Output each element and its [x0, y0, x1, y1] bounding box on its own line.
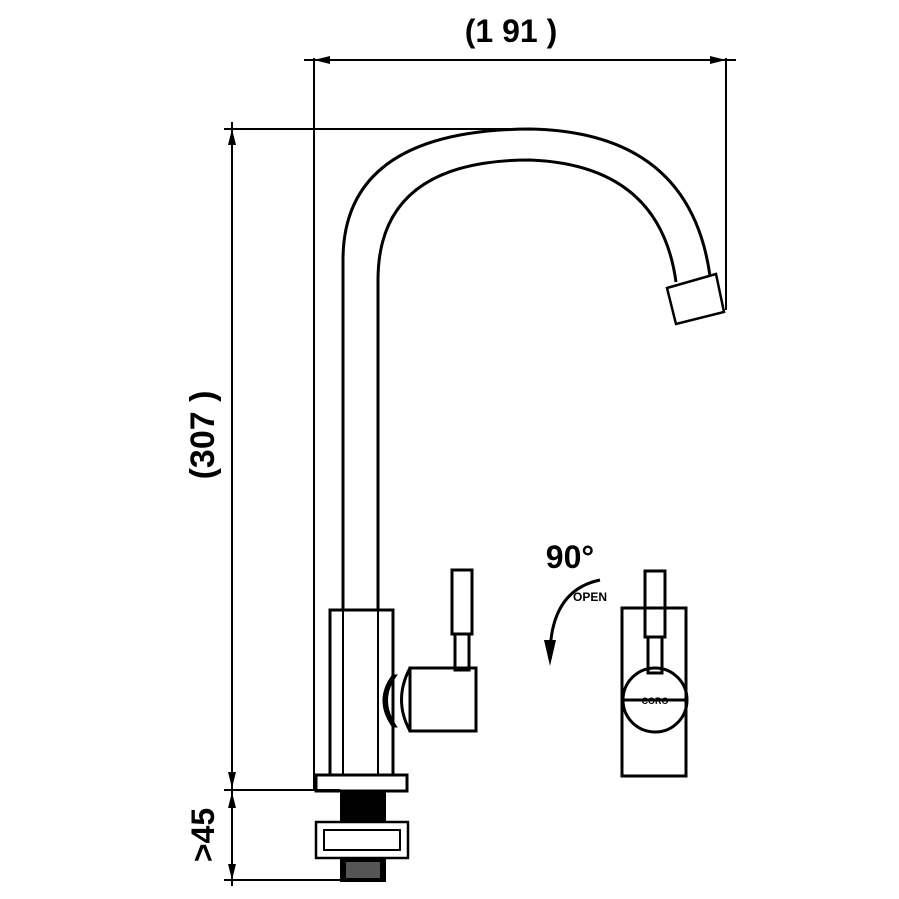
- height-arrow-bottom: [228, 772, 236, 788]
- valve-housing: [408, 666, 478, 733]
- faucet-body: [314, 568, 478, 793]
- height-arrow-top: [228, 129, 236, 145]
- width-arrow-right: [710, 56, 726, 64]
- detail-stem: [646, 635, 664, 675]
- height-label: (307 ): [184, 391, 222, 480]
- spout-aerator: [665, 272, 726, 326]
- rotation-arrow-head: [544, 640, 556, 666]
- angle-label: 90°: [546, 539, 594, 575]
- height-dimension: (307 ) >45: [184, 122, 530, 886]
- mounting-thread-detail: [346, 862, 380, 878]
- base-arrow-top: [228, 792, 236, 808]
- detail-body: [620, 606, 688, 778]
- width-label: (1 91 ): [465, 13, 557, 49]
- open-label: OPEN: [573, 590, 607, 604]
- handle-stem: [453, 632, 471, 672]
- detail-lever: [643, 569, 667, 639]
- spout-outer-edge: [341, 127, 712, 610]
- valve-cap-curve: [382, 675, 395, 727]
- rotation-arrow-curve: [548, 578, 601, 653]
- width-dimension: (1 91 ): [304, 13, 736, 790]
- width-arrow-left: [314, 56, 330, 64]
- handle-detail: 90° OPEN CORO: [544, 539, 689, 778]
- valve-cap: [385, 674, 398, 728]
- mounting-assembly: [314, 791, 410, 882]
- body-base-flange: [314, 773, 409, 793]
- mounting-nut-inner: [323, 829, 401, 851]
- mounting-nut: [314, 820, 410, 860]
- cartridge-label: CORO: [642, 696, 669, 706]
- handle-lever: [450, 568, 474, 636]
- spout-inner-edge: [376, 158, 678, 610]
- spout: [341, 127, 726, 610]
- mounting-thread-upper: [340, 791, 386, 821]
- base-arrow-bottom: [228, 864, 236, 880]
- base-label: >45: [185, 808, 221, 862]
- valve-housing-side: [400, 667, 412, 732]
